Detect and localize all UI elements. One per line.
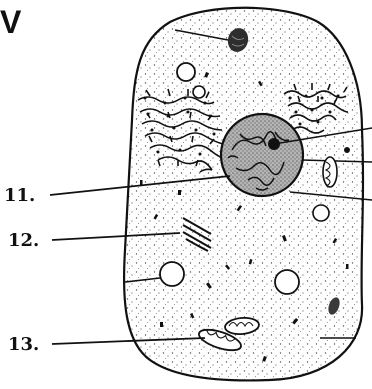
mitochondrion-right	[323, 157, 337, 187]
vacuole	[177, 63, 195, 81]
vacuole	[160, 262, 184, 286]
nucleus	[221, 114, 303, 196]
label-13: 13.	[8, 334, 39, 355]
vacuole	[313, 205, 329, 221]
label-11: 11.	[4, 185, 35, 206]
vacuole	[275, 270, 299, 294]
section-letter: V	[0, 4, 22, 40]
vacuole	[193, 86, 205, 98]
vesicle	[344, 147, 350, 153]
label-12: 12.	[8, 230, 39, 251]
